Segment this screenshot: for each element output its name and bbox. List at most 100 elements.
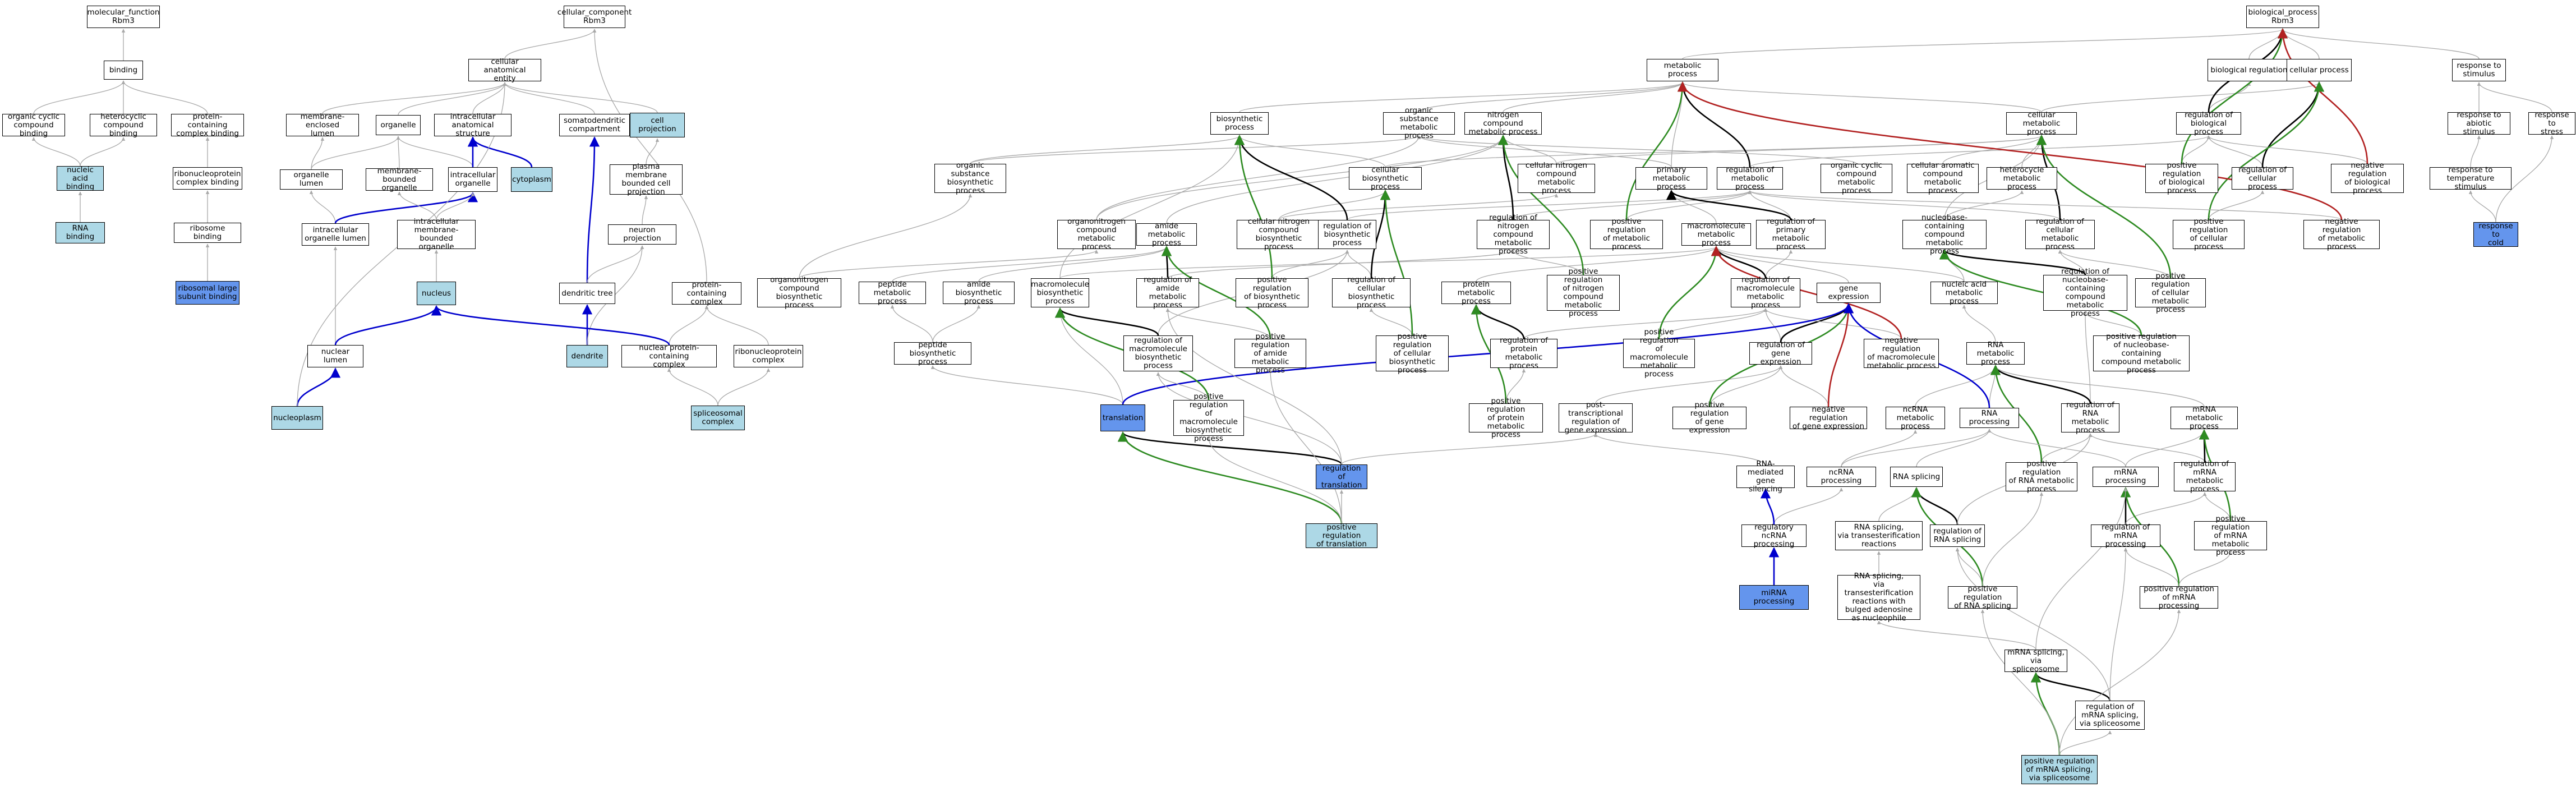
node-rnbcmp[interactable]: regulation of nucleobase-containing comp… [2043, 268, 2127, 318]
node-binding[interactable]: binding [104, 61, 143, 80]
node-nrmmp[interactable]: negative regulation of macromolecule met… [1864, 337, 1939, 370]
node-dtree[interactable]: dendritic tree [559, 283, 615, 304]
node-regncrna[interactable]: regulatory ncRNA processing [1741, 523, 1807, 548]
node-prpmp[interactable]: positive regulation of protein metabolic… [1469, 397, 1543, 439]
node-npcc[interactable]: nuclear protein-containing complex [621, 343, 717, 369]
node-prcbp[interactable]: positive regulation of cellular biosynth… [1376, 332, 1449, 374]
node-mmp[interactable]: macromolecule metabolic process [1681, 222, 1751, 247]
node-nbcmp[interactable]: nucleobase-containing compound metabolic… [1902, 213, 1987, 255]
node-cc[interactable]: cellular_component Rbm3 [557, 6, 632, 28]
node-ncrnaproc[interactable]: ncRNA processing [1807, 467, 1876, 487]
node-iol[interactable]: intracellular organelle lumen [302, 223, 369, 246]
node-cacmp[interactable]: cellular aromatic compound metabolic pro… [1907, 162, 1979, 195]
node-prbp[interactable]: positive regulation of biological proces… [2145, 162, 2218, 195]
node-nrmp[interactable]: negative regulation of metabolic process [2303, 218, 2380, 251]
node-prncmp[interactable]: positive regulation of nitrogen compound… [1547, 268, 1620, 318]
node-rnasplbulged[interactable]: RNA splicing, via transesterification re… [1837, 572, 1920, 623]
node-ncrnamp[interactable]: ncRNA metabolic process [1886, 405, 1945, 430]
node-org[interactable]: organelle [376, 115, 421, 135]
node-mirnaproc[interactable]: miRNA processing [1739, 585, 1809, 610]
node-cyto[interactable]: cytoplasm [511, 167, 552, 192]
node-prtransl[interactable]: positive regulation of translation [1306, 523, 1377, 548]
node-pmp[interactable]: primary metabolic process [1635, 165, 1707, 191]
node-rcbp[interactable]: regulation of cellular biosynthetic proc… [1332, 276, 1411, 310]
node-rlsub[interactable]: ribosomal large subunit binding [176, 281, 239, 305]
node-pcc[interactable]: protein-containing complex [672, 280, 741, 306]
node-io[interactable]: intracellular organelle [448, 167, 497, 192]
node-osmp[interactable]: organic substance metabolic process [1383, 107, 1455, 140]
node-prmrnasplice[interactable]: positive regulation of mRNA splicing, vi… [2021, 755, 2098, 784]
node-breg[interactable]: biological regulation [2208, 59, 2291, 81]
node-nucleoplasm[interactable]: nucleoplasm [271, 406, 323, 430]
node-prrnasplice[interactable]: positive regulation of RNA splicing [1948, 585, 2017, 610]
node-cp[interactable]: cellular process [2287, 59, 2352, 81]
node-pepmp[interactable]: peptide metabolic process [859, 280, 926, 305]
node-prmrnaproc[interactable]: positive regulation of mRNA processing [2140, 585, 2218, 610]
node-rcmp[interactable]: regulation of cellular metabolic process [2025, 218, 2095, 251]
node-rnpc[interactable]: ribonucleoprotein complex [734, 345, 803, 367]
node-prcmp[interactable]: positive regulation of cellular metaboli… [2135, 271, 2206, 314]
node-sdc[interactable]: somatodendritic compartment [559, 114, 630, 136]
node-ribb[interactable]: ribosome binding [174, 223, 241, 243]
node-nab[interactable]: nucleic acid binding [57, 165, 104, 191]
node-rmbp[interactable]: regulation of macromolecule biosynthetic… [1123, 335, 1193, 371]
node-pmbcp[interactable]: plasma membrane bounded cell projection [610, 163, 683, 196]
node-mrnasplice[interactable]: mRNA splicing, via spliceosome [2004, 648, 2067, 673]
node-nlumen[interactable]: nuclear lumen [307, 345, 363, 367]
node-rtas[interactable]: response to abiotic stimulus [2448, 111, 2510, 136]
node-pccb[interactable]: protein-containing complex binding [171, 112, 244, 137]
node-cncmp[interactable]: cellular nitrogen compound metabolic pro… [1518, 162, 1595, 195]
node-translation[interactable]: translation [1100, 404, 1145, 431]
node-rprotmp[interactable]: regulation of protein metabolic process [1490, 337, 1557, 370]
node-nrbp[interactable]: negative regulation of biological proces… [2331, 162, 2404, 195]
node-hcb[interactable]: heterocyclic compound binding [90, 112, 157, 137]
node-prcp[interactable]: positive regulation of cellular process [2173, 218, 2245, 251]
node-mf[interactable]: molecular_function Rbm3 [87, 6, 160, 28]
node-nproj[interactable]: neuron projection [608, 224, 676, 245]
node-rbsp[interactable]: regulation of biosynthetic process [1318, 220, 1376, 249]
node-nrge[interactable]: negative regulation of gene expression [1790, 405, 1867, 430]
node-prabp[interactable]: positive regulation of amide metabolic p… [1234, 332, 1306, 374]
node-cmp[interactable]: cellular metabolic process [2006, 111, 2077, 136]
node-rrnamp[interactable]: regulation of RNA metabolic process [2061, 401, 2119, 435]
node-hmp[interactable]: heterocycle metabolic process [1987, 165, 2057, 191]
node-rnab[interactable]: RNA binding [56, 222, 105, 243]
node-bsp[interactable]: biosynthetic process [1210, 112, 1269, 135]
node-rtstress[interactable]: response to stress [2528, 111, 2575, 136]
node-rnpcb[interactable]: ribonucleoprotein complex binding [173, 167, 242, 190]
node-bp[interactable]: biological_process Rbm3 [2246, 6, 2319, 28]
node-rts[interactable]: response to stimulus [2452, 59, 2506, 81]
node-prmmp[interactable]: positive regulation of macromolecule met… [1623, 328, 1695, 379]
node-rmrnasplice[interactable]: regulation of mRNA splicing, via spliceo… [2075, 701, 2145, 730]
node-rnasplice[interactable]: RNA splicing [1890, 467, 1943, 487]
node-prmrnamp[interactable]: positive regulation of mRNA metabolic pr… [2194, 514, 2267, 556]
node-protmp[interactable]: protein metabolic process [1441, 280, 1511, 305]
node-rammp[interactable]: regulation of amide metabolic process [1136, 276, 1199, 310]
node-ptrge[interactable]: post-transcriptional regulation of gene … [1559, 401, 1633, 435]
node-mrnamp[interactable]: mRNA metabolic process [2171, 405, 2238, 430]
node-rnagsil[interactable]: RNA-mediated gene silencing [1736, 460, 1795, 494]
node-orglum[interactable]: organelle lumen [280, 169, 343, 190]
node-dendrite[interactable]: dendrite [566, 345, 608, 367]
node-rnasplvtr[interactable]: RNA splicing, via transesterification re… [1835, 521, 1923, 550]
node-occmp[interactable]: organic cyclic compound metabolic proces… [1821, 162, 1892, 195]
node-mbo[interactable]: membrane-bounded organelle [366, 167, 433, 192]
node-ocb[interactable]: organic cyclic compound binding [2, 112, 65, 137]
node-prge[interactable]: positive regulation of gene expression [1672, 401, 1746, 435]
node-imbo[interactable]: intracellular membrane-bounded organelle [397, 218, 476, 251]
node-rncmp[interactable]: regulation of nitrogen compound metaboli… [1477, 213, 1550, 255]
node-rge[interactable]: regulation of gene expression [1749, 340, 1812, 366]
node-rmrnaproc[interactable]: regulation of mRNA processing [2091, 523, 2160, 548]
node-oncmp[interactable]: organonitrogen compound metabolic proces… [1057, 218, 1136, 251]
node-prrnamp[interactable]: positive regulation of RNA metabolic pro… [2006, 460, 2077, 494]
node-spliceo[interactable]: spliceosomal complex [691, 406, 745, 430]
node-prbsp[interactable]: positive regulation of biosynthetic proc… [1236, 276, 1308, 310]
node-mrnaproc[interactable]: mRNA processing [2093, 467, 2159, 487]
node-prmp[interactable]: positive regulation of metabolic process [1590, 218, 1663, 251]
node-ias[interactable]: intracellular anatomical structure [434, 112, 511, 137]
node-mel[interactable]: membrane-enclosed lumen [286, 112, 359, 137]
node-rtt[interactable]: response to temperature stimulus [2430, 165, 2512, 191]
node-cncbp[interactable]: cellular nitrogen compound biosynthetic … [1237, 218, 1321, 251]
node-rnamp[interactable]: RNA metabolic process [1966, 340, 2025, 366]
node-ncmp[interactable]: nitrogen compound metabolic process [1464, 111, 1542, 136]
